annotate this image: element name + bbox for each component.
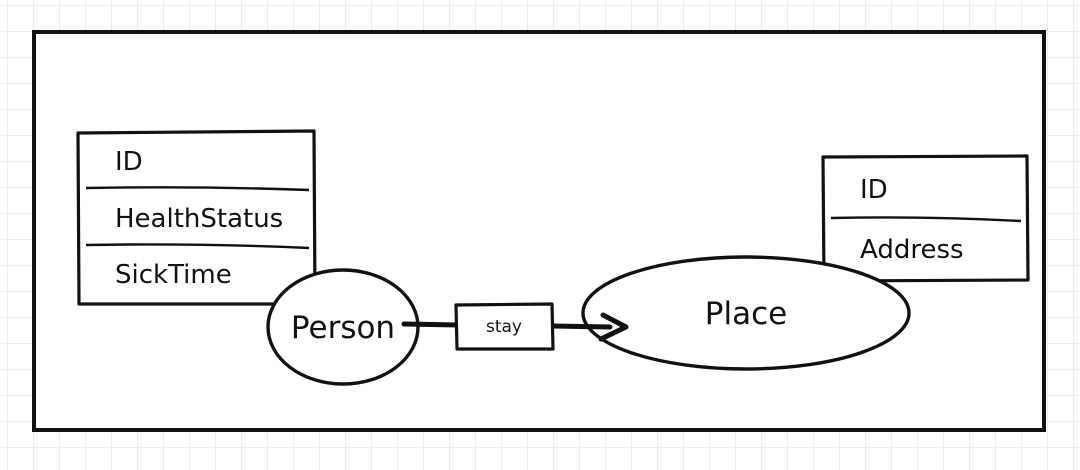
place-attribute-table[interactable]: ID Address bbox=[821, 154, 1030, 283]
stay-label: stay bbox=[486, 317, 522, 337]
person-attribute-sick-time: SickTime bbox=[115, 260, 232, 290]
place-attribute-id: ID bbox=[860, 175, 888, 205]
stay-relation[interactable]: stay bbox=[401, 302, 629, 351]
person-attribute-id: ID bbox=[115, 147, 143, 177]
stay-label-box bbox=[454, 302, 555, 351]
connector-line-right bbox=[549, 323, 613, 330]
person-ellipse bbox=[266, 268, 420, 386]
person-table-divider bbox=[85, 186, 310, 192]
arrowhead-icon bbox=[598, 312, 629, 342]
person-node[interactable]: Person bbox=[266, 268, 420, 386]
place-node-label: Place bbox=[705, 296, 787, 332]
place-attribute-address: Address bbox=[860, 235, 964, 265]
person-attribute-health-status: HealthStatus bbox=[115, 204, 283, 234]
person-attribute-table[interactable]: ID HealthStatus SickTime bbox=[76, 129, 317, 306]
place-table-divider bbox=[830, 216, 1022, 223]
place-node[interactable]: Place bbox=[581, 255, 911, 371]
place-ellipse bbox=[581, 255, 911, 371]
person-table-divider bbox=[85, 243, 310, 250]
connector-line-left bbox=[401, 321, 461, 328]
person-node-label: Person bbox=[291, 310, 395, 346]
